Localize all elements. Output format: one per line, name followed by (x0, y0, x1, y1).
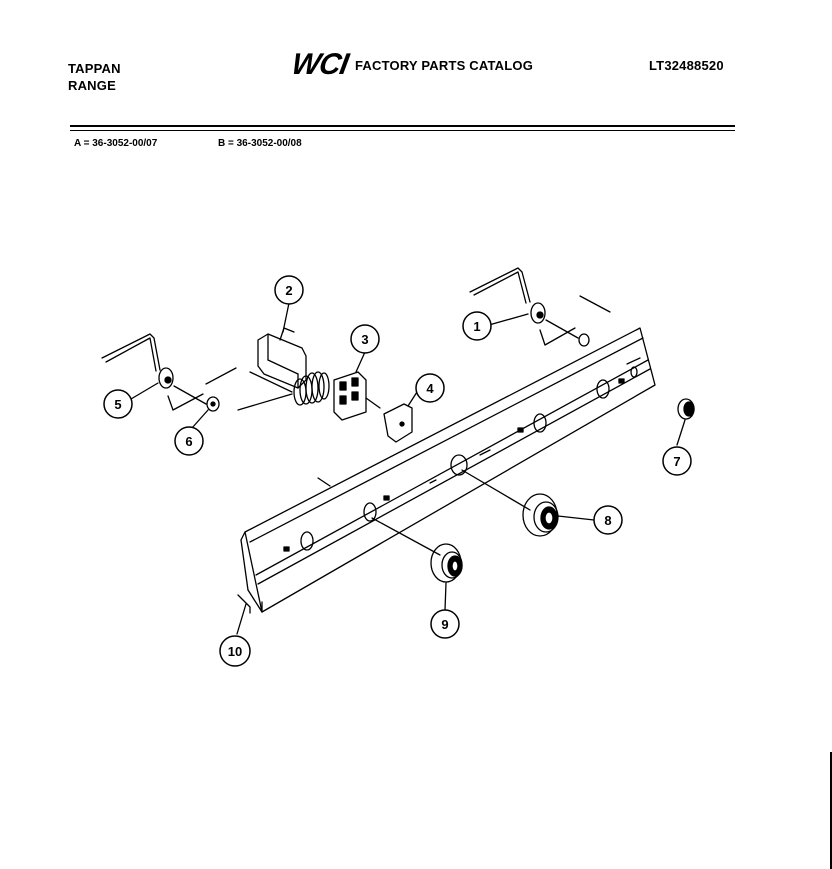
valve-left (101, 333, 237, 411)
leader-lines (130, 302, 686, 635)
callout-label: 5 (114, 397, 121, 412)
brand-block: TAPPAN RANGE (68, 60, 121, 94)
model-number: LT32488520 (649, 58, 724, 73)
control-knob-9 (430, 543, 463, 583)
callout-label: 7 (673, 454, 680, 469)
brand-name: TAPPAN (68, 61, 121, 76)
mounting-bracket (383, 403, 413, 443)
header-rule-thin (70, 130, 735, 131)
scan-edge-mark (830, 752, 832, 869)
control-panel (237, 327, 656, 614)
callout-label: 4 (426, 381, 434, 396)
bracket-cover (249, 327, 307, 393)
callout-label: 10 (228, 644, 242, 659)
small-clip (206, 396, 220, 412)
callout-label: 1 (473, 319, 480, 334)
header-rule (70, 125, 735, 127)
infinite-switch (333, 371, 381, 421)
callout-label: 2 (285, 283, 292, 298)
small-knob-right (677, 398, 695, 420)
callout-label: 8 (604, 513, 611, 528)
callout-circles (103, 275, 692, 667)
variant-a: A = 36-3052-00/07 (74, 138, 158, 149)
control-knob-8 (522, 493, 559, 537)
variant-b: B = 36-3052-00/08 (218, 138, 302, 149)
appliance-type: RANGE (68, 78, 116, 93)
valve-right (469, 267, 611, 347)
callout-label: 3 (361, 332, 368, 347)
coil-spring (237, 371, 330, 411)
catalog-title: FACTORY PARTS CATALOG (355, 58, 534, 73)
callout-label: 9 (441, 617, 448, 632)
callout-label: 6 (185, 434, 192, 449)
